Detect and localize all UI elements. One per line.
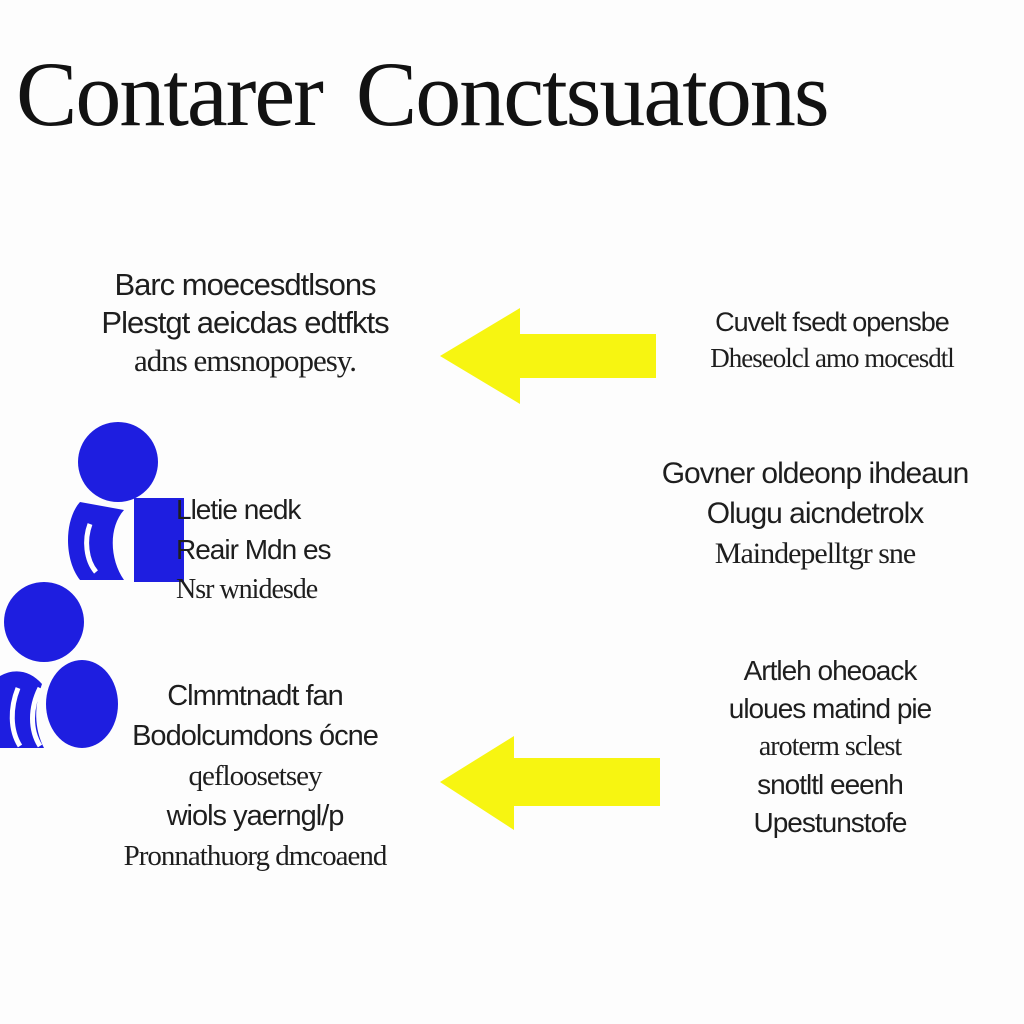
text-line: Pronnathuorg dmcoaend	[123, 840, 388, 872]
text-block-bottom-right: Artleh oheoack uloues matind pie aroterm…	[670, 652, 990, 842]
text-line: Upestunstofe	[753, 807, 908, 838]
text-line: Plestgt aeicdas edtfkts	[101, 305, 389, 340]
text-line: Barc moecesdtlsons	[114, 267, 376, 302]
text-line: Lletie nedk	[176, 494, 301, 525]
text-line: Cuvelt fsedt opensbe	[715, 307, 950, 337]
person-icon	[0, 582, 118, 748]
text-line: adns emsnopopesy.	[133, 343, 357, 378]
text-block-mid-left: Lletie nedk Reair Mdn es Nsr wnidesde	[176, 490, 376, 610]
text-line: Olugu aicndetrolx	[706, 497, 924, 530]
text-block-top-left: Barc moecesdtlsons Plestgt aeicdas edtfk…	[60, 266, 430, 380]
arrow-shape	[440, 308, 656, 404]
text-line: uloues matind pie	[728, 693, 932, 724]
text-line: Dheseolcl amo mocesdtl	[710, 343, 954, 373]
title-word-2: Conctsuatons	[355, 43, 830, 145]
text-block-top-right: Cuvelt fsedt opensbe Dheseolcl amo moces…	[640, 304, 1024, 376]
text-line: aroterm sclest	[758, 731, 902, 762]
arrow-left-icon	[440, 736, 660, 830]
text-line: wiols yaerngl­/p	[166, 800, 345, 832]
text-line: qefloosetsey	[188, 760, 323, 792]
text-line: Maindepelltgr sne	[714, 537, 916, 570]
person-icon	[68, 422, 184, 582]
text-block-mid-right: Govner oldeonp ihdeaun Olugu aicndetrolx…	[610, 454, 1020, 574]
text-line: Artleh oheoack	[743, 655, 918, 686]
text-line: Nsr wnidesde	[176, 574, 318, 605]
text-line: Clmmtnadt fan	[167, 680, 344, 712]
text-line: snotltl eeenh	[757, 769, 904, 800]
text-line: Reair Mdn es	[176, 534, 332, 565]
arrow-left-icon	[440, 308, 656, 404]
text-line: Bodolcumdons ócne	[132, 720, 379, 752]
text-block-bottom-left: Clmmtnadt fan Bodolcumdons ócne qefloose…	[60, 676, 450, 876]
arrow-shape	[440, 736, 660, 830]
title-word-1: Contarer	[16, 43, 324, 145]
text-line: Govner oldeonp ihdeaun	[661, 457, 970, 490]
